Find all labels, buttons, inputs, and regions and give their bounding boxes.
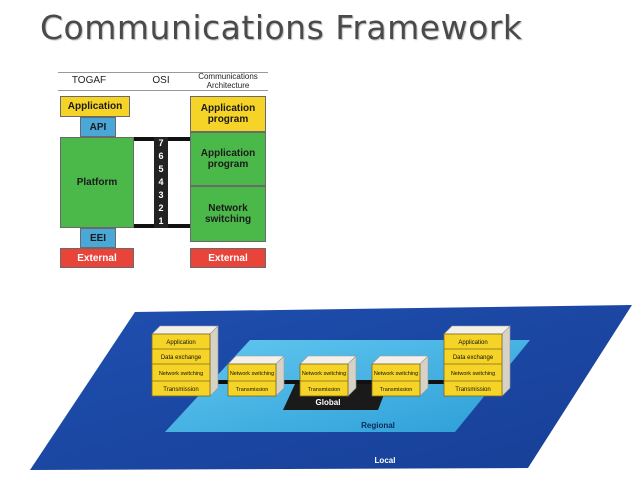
togaf-eei: EEI <box>80 228 116 248</box>
global-label: Global <box>316 398 341 407</box>
right-stack-label: Application <box>458 340 487 346</box>
mid-stack-1-label: Transmission <box>236 387 269 393</box>
left-layer-stack: Application Data exchange Network switch… <box>151 325 219 397</box>
mid-stack-3-label: Network switching <box>374 371 418 377</box>
left-stack-label: Data exchange <box>161 355 202 361</box>
left-stack-label: Network switching <box>159 371 203 377</box>
comm-network-switching: Network switching <box>190 186 266 242</box>
header-togaf: TOGAF <box>71 75 107 86</box>
mid-layer-stack-1: Network switching Transmission <box>227 355 285 397</box>
togaf-api: API <box>80 117 116 137</box>
regional-label: Regional <box>361 421 395 430</box>
mid-stack-1-label: Network switching <box>230 371 274 377</box>
mid-stack-2-label: Transmission <box>308 387 341 393</box>
local-label: Local <box>375 456 396 465</box>
togaf-platform: Platform <box>60 137 134 228</box>
mid-stack-3-label: Transmission <box>380 387 413 393</box>
osi-layer-6: 6 <box>158 151 164 161</box>
comm-application-program-1: Application program <box>190 96 266 132</box>
osi-layer-4: 4 <box>158 177 164 187</box>
right-stack-label: Transmission <box>455 387 490 393</box>
comm-application-program-2: Application program <box>190 132 266 186</box>
comm-external: External <box>190 248 266 268</box>
togaf-application: Application <box>60 96 130 117</box>
page-title: Communications Framework <box>40 8 523 47</box>
header-rule <box>58 72 268 73</box>
right-stack-label: Network switching <box>451 371 495 377</box>
mid-layer-stack-2: Network switching Transmission <box>299 355 357 397</box>
mid-stack-2-label: Network switching <box>302 371 346 377</box>
osi-layer-1: 1 <box>158 216 164 226</box>
togaf-external: External <box>60 248 134 268</box>
osi-layer-7: 7 <box>158 138 164 148</box>
left-stack-label: Transmission <box>163 387 198 393</box>
header-comm-line2: Architecture <box>206 81 250 90</box>
header-comm-line1: Communications <box>198 72 258 81</box>
osi-layer-2: 2 <box>158 203 164 213</box>
osi-layer-5: 5 <box>158 164 164 174</box>
left-stack-label: Application <box>166 340 195 346</box>
mid-layer-stack-3: Network switching Transmission <box>371 355 429 397</box>
header-rule-bottom <box>58 90 268 91</box>
osi-layer-3: 3 <box>158 190 164 200</box>
osi-layer-stack: 7 6 5 4 3 2 1 <box>154 137 168 228</box>
right-layer-stack: Application Data exchange Network switch… <box>443 325 511 397</box>
header-osi: OSI <box>152 75 170 86</box>
right-stack-label: Data exchange <box>453 355 494 361</box>
